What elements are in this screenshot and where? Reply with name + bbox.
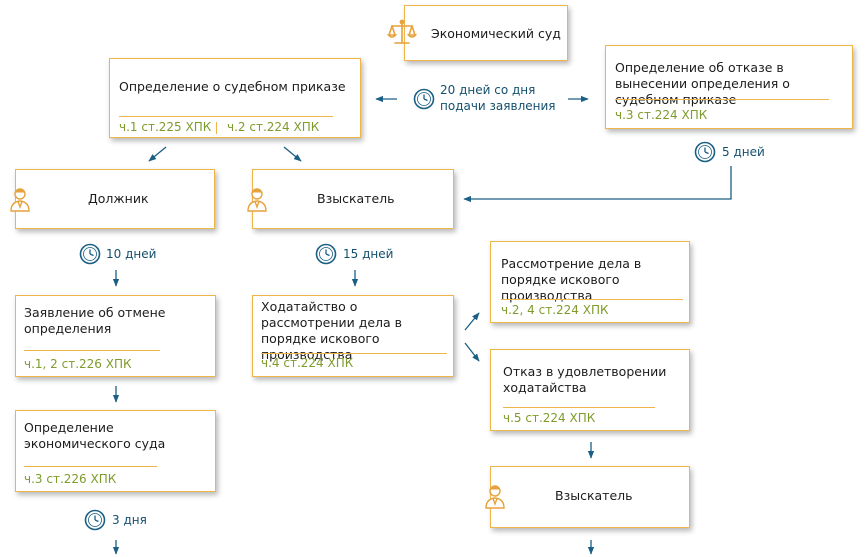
claimant-2-title: Взыскатель xyxy=(555,488,633,503)
person-icon xyxy=(10,188,30,212)
timer-20-days: 20 дней со дня подачи заявления xyxy=(440,83,556,113)
court-ruling-title: Определение экономического суда xyxy=(24,420,166,451)
motion-denied-box: Отказ в удовлетворении ходатайства ч.5 с… xyxy=(490,349,690,431)
court-title: Экономический суд xyxy=(431,26,561,41)
timer-3-days: 3 дня xyxy=(112,513,147,527)
claim-proceeding-title: Рассмотрение дела в порядке искового про… xyxy=(501,256,642,303)
court-order-title: Определение о судебном приказе xyxy=(119,79,346,94)
timer-5-days: 5 дней xyxy=(722,145,765,159)
clock-icon xyxy=(84,509,106,531)
clock-icon xyxy=(413,88,435,110)
court-box: Экономический суд xyxy=(387,5,568,61)
motion-title: Ходатайство о рассмотрении дела в порядк… xyxy=(261,299,403,362)
timer-15-days: 15 дней xyxy=(343,247,394,261)
arrow-to-motion-denied xyxy=(464,342,480,362)
claim-proceeding-ref: ч.2, 4 ст.224 ХПК xyxy=(501,303,609,317)
person-icon xyxy=(485,485,505,509)
clock-icon xyxy=(79,243,101,265)
court-ruling-box: Определение экономического суда ч.3 ст.2… xyxy=(15,410,216,492)
motion-ref: ч.4 ст.224 ХПК xyxy=(261,356,354,370)
motion-denied-ref: ч.5 ст.224 ХПК xyxy=(503,411,596,425)
claimant-box: Взыскатель xyxy=(247,169,454,229)
refusal-title: Определение об отказе в вынесении опреде… xyxy=(615,60,790,107)
court-order-ref-1: ч.1 ст.225 ХПК xyxy=(119,120,212,134)
cancel-application-ref: ч.1, 2 ст.226 ХПК xyxy=(24,357,132,371)
arrow-to-claimant xyxy=(283,146,302,162)
debtor-box: Должник xyxy=(10,169,215,229)
clock-icon xyxy=(694,141,716,163)
arrow-refusal-to-claimant xyxy=(463,166,732,203)
court-ruling-ref: ч.3 ст.226 ХПК xyxy=(24,472,117,486)
debtor-title: Должник xyxy=(88,191,149,206)
court-order-ref-2: ч.2 ст.224 ХПК xyxy=(227,120,320,134)
scales-icon xyxy=(387,19,417,44)
arrow-to-claim-proceeding xyxy=(464,312,480,331)
person-icon xyxy=(247,188,267,212)
claimant-title: Взыскатель xyxy=(317,191,395,206)
claim-proceeding-box: Рассмотрение дела в порядке искового про… xyxy=(490,241,690,323)
claimant-2-box: Взыскатель xyxy=(485,466,690,528)
refusal-box: Определение об отказе в вынесении опреде… xyxy=(605,45,853,129)
arrow-to-debtor xyxy=(148,146,167,162)
court-order-box: Определение о судебном приказе ч.1 ст.22… xyxy=(109,58,361,138)
timer-10-days: 10 дней xyxy=(106,247,157,261)
clock-icon xyxy=(315,243,337,265)
motion-box: Ходатайство о рассмотрении дела в порядк… xyxy=(252,295,454,377)
motion-denied-title: Отказ в удовлетворении ходатайства xyxy=(503,364,667,395)
cancel-application-box: Заявление об отмене определения ч.1, 2 с… xyxy=(15,295,216,377)
cancel-application-title: Заявление об отмене определения xyxy=(24,305,166,336)
refusal-ref: ч.3 ст.224 ХПК xyxy=(615,108,708,122)
